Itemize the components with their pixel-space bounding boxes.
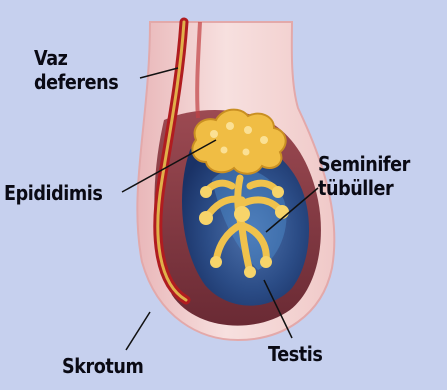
seminifer-label-line2: tübüller — [318, 176, 410, 200]
seminifer-label-line1: Seminifer — [318, 152, 410, 176]
epididymis — [192, 110, 285, 174]
skrotum-leader — [126, 312, 150, 350]
epididimis-label: Epididimis — [4, 181, 102, 205]
vaz-deferens-label-line2: deferens — [34, 70, 118, 94]
seminifer-tubuller-label: Seminifer tübüller — [318, 152, 410, 200]
vaz-deferens-label: Vaz deferens — [34, 46, 118, 94]
vaz-deferens-label-line1: Vaz — [34, 46, 118, 70]
skrotum-label: Skrotum — [62, 354, 143, 378]
testis-label: Testis — [268, 342, 322, 366]
